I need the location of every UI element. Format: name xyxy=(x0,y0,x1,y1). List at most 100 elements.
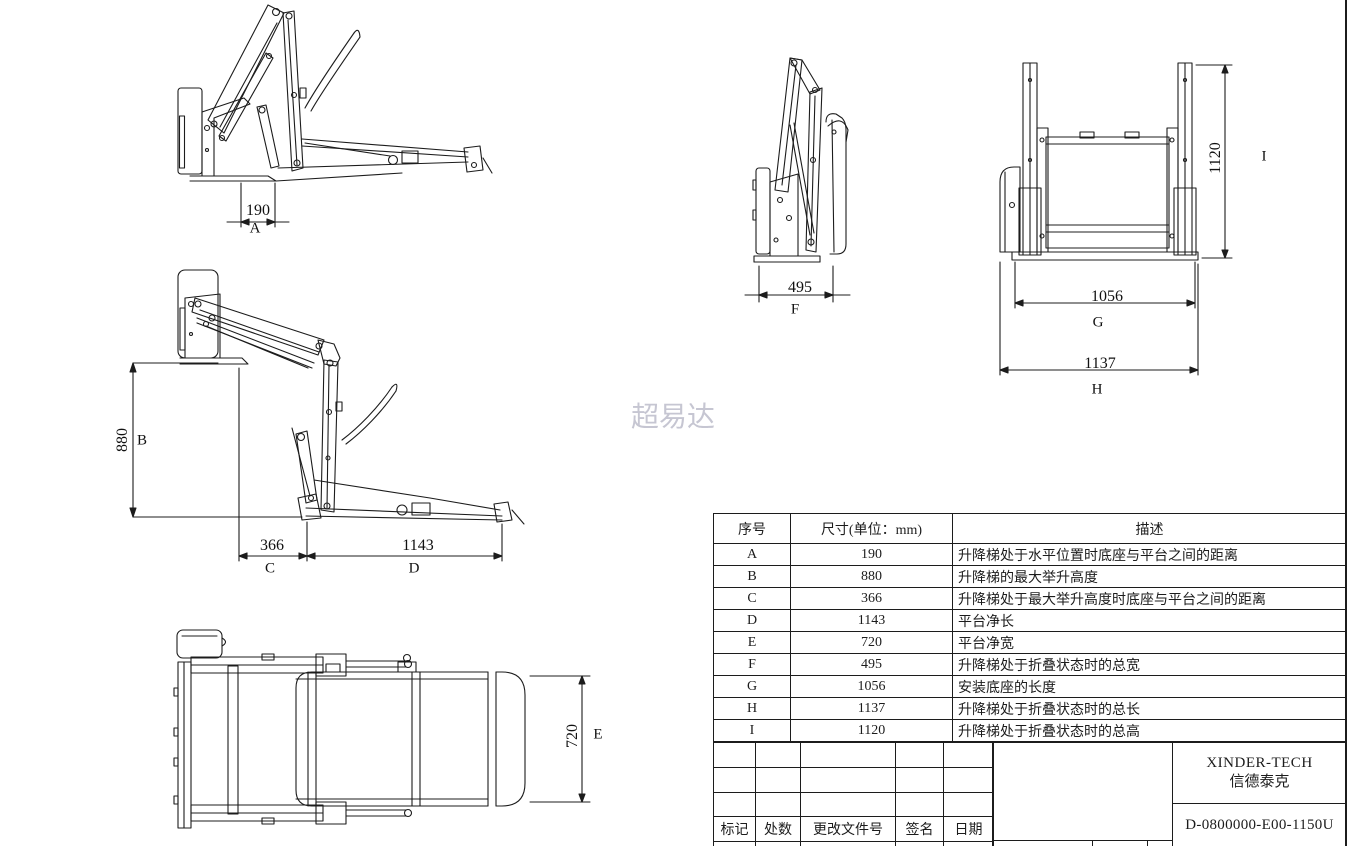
dim-f-value: 495 xyxy=(788,279,812,296)
revision-cell-empty xyxy=(800,792,896,817)
revision-row xyxy=(713,767,994,793)
revision-cell-empty xyxy=(943,841,994,846)
row-id: D xyxy=(713,609,791,632)
row-id: F xyxy=(713,653,791,676)
row-desc: 升降梯处于折叠状态时的总长 xyxy=(952,697,1347,720)
table-row: I 1120 升降梯处于折叠状态时的总高 xyxy=(713,719,1347,742)
view-side-raised xyxy=(129,269,525,562)
dim-g-value: 1056 xyxy=(1091,288,1123,305)
spec-header-id: 序号 xyxy=(713,513,791,544)
dim-d-label: D xyxy=(408,560,420,577)
row-id: G xyxy=(713,675,791,698)
row-desc: 升降梯处于折叠状态时的总高 xyxy=(952,719,1347,742)
sheet-border xyxy=(1345,0,1347,846)
row-id: A xyxy=(713,543,791,566)
dim-c-label: C xyxy=(264,560,276,577)
row-size: 190 xyxy=(790,543,953,566)
revision-cell-empty xyxy=(943,792,994,817)
dim-i-label: I xyxy=(1261,148,1267,165)
revision-cell-empty xyxy=(943,742,994,768)
revision-header-mark: 标记 xyxy=(713,816,756,842)
dim-e-value: 720 xyxy=(564,724,581,748)
revision-cell-empty xyxy=(800,767,896,793)
view-rear-folded xyxy=(999,62,1233,376)
watermark: 超易达 xyxy=(631,402,716,433)
row-size: 1143 xyxy=(790,609,953,632)
row-id: E xyxy=(713,631,791,654)
row-desc: 升降梯的最大举升高度 xyxy=(952,565,1347,588)
spec-header-desc: 描述 xyxy=(952,513,1347,544)
dim-g-label: G xyxy=(1092,314,1104,331)
revision-header-date: 日期 xyxy=(943,816,994,842)
dim-i-value: 1120 xyxy=(1207,142,1224,174)
row-id: B xyxy=(713,565,791,588)
row-desc: 安装底座的长度 xyxy=(952,675,1347,698)
dim-a-label: A xyxy=(249,220,261,237)
revision-table: 标记 处数 更改文件号 签名 日期 xyxy=(713,742,994,846)
dim-e-label: E xyxy=(593,726,603,743)
revision-cell-empty xyxy=(713,841,756,846)
dim-f-label: F xyxy=(790,301,800,318)
row-desc: 平台净宽 xyxy=(952,631,1347,654)
dim-b-value: 880 xyxy=(114,428,131,452)
revision-row xyxy=(713,792,994,817)
revision-header-count: 处数 xyxy=(755,816,801,842)
revision-cell-empty xyxy=(755,841,801,846)
row-size: 880 xyxy=(790,565,953,588)
revision-cell-empty xyxy=(895,742,944,768)
table-row: G 1056 安装底座的长度 xyxy=(713,675,1347,698)
table-row: C 366 升降梯处于最大举升高度时底座与平台之间的距离 xyxy=(713,587,1347,610)
company-name: XINDER-TECH 信德泰克 xyxy=(1172,742,1347,804)
revision-cell-empty xyxy=(755,767,801,793)
company-name-en: XINDER-TECH xyxy=(1206,754,1313,771)
revision-row xyxy=(713,841,994,846)
revision-cell-empty xyxy=(895,841,944,846)
dim-h-label: H xyxy=(1091,381,1103,398)
company-name-cn: 信德泰克 xyxy=(1229,774,1290,790)
title-block-divider xyxy=(1147,841,1148,846)
table-row: E 720 平台净宽 xyxy=(713,631,1347,654)
row-size: 495 xyxy=(790,653,953,676)
revision-header-sign: 签名 xyxy=(895,816,944,842)
title-block-empty-cell xyxy=(992,742,1173,841)
table-row: H 1137 升降梯处于折叠状态时的总长 xyxy=(713,697,1347,720)
view-top xyxy=(173,629,591,829)
revision-row xyxy=(713,742,994,768)
title-block-divider xyxy=(992,841,993,846)
revision-cell-empty xyxy=(755,792,801,817)
revision-cell-empty xyxy=(895,792,944,817)
row-desc: 升降梯处于折叠状态时的总宽 xyxy=(952,653,1347,676)
row-size: 1137 xyxy=(790,697,953,720)
revision-cell-empty xyxy=(755,742,801,768)
row-desc: 升降梯处于最大举升高度时底座与平台之间的距离 xyxy=(952,587,1347,610)
title-block-divider xyxy=(1092,841,1093,846)
row-id: H xyxy=(713,697,791,720)
revision-cell-empty xyxy=(713,792,756,817)
row-size: 366 xyxy=(790,587,953,610)
dim-a-value: 190 xyxy=(246,202,270,219)
table-row: D 1143 平台净长 xyxy=(713,609,1347,632)
row-size: 1056 xyxy=(790,675,953,698)
row-id: I xyxy=(713,719,791,742)
spec-header-size: 尺寸(单位：mm) xyxy=(790,513,953,544)
revision-cell-empty xyxy=(800,841,896,846)
dim-b-label: B xyxy=(136,432,148,449)
drawing-number: D-0800000-E00-1150U xyxy=(1172,803,1347,846)
revision-header-row: 标记 处数 更改文件号 签名 日期 xyxy=(713,816,994,842)
row-desc: 升降梯处于水平位置时底座与平台之间的距离 xyxy=(952,543,1347,566)
spec-table-header-row: 序号 尺寸(单位：mm) 描述 xyxy=(713,513,1347,544)
revision-cell-empty xyxy=(895,767,944,793)
revision-cell-empty xyxy=(800,742,896,768)
row-size: 720 xyxy=(790,631,953,654)
table-row: A 190 升降梯处于水平位置时底座与平台之间的距离 xyxy=(713,543,1347,566)
dim-h-value: 1137 xyxy=(1084,355,1116,372)
view-side-horizontal xyxy=(177,4,493,228)
spec-table: 序号 尺寸(单位：mm) 描述 A 190 升降梯处于水平位置时底座与平台之间的… xyxy=(713,513,1347,742)
revision-header-docno: 更改文件号 xyxy=(800,816,896,842)
row-desc: 平台净长 xyxy=(952,609,1347,632)
table-row: B 880 升降梯的最大举升高度 xyxy=(713,565,1347,588)
revision-cell-empty xyxy=(713,767,756,793)
table-row: F 495 升降梯处于折叠状态时的总宽 xyxy=(713,653,1347,676)
row-id: C xyxy=(713,587,791,610)
